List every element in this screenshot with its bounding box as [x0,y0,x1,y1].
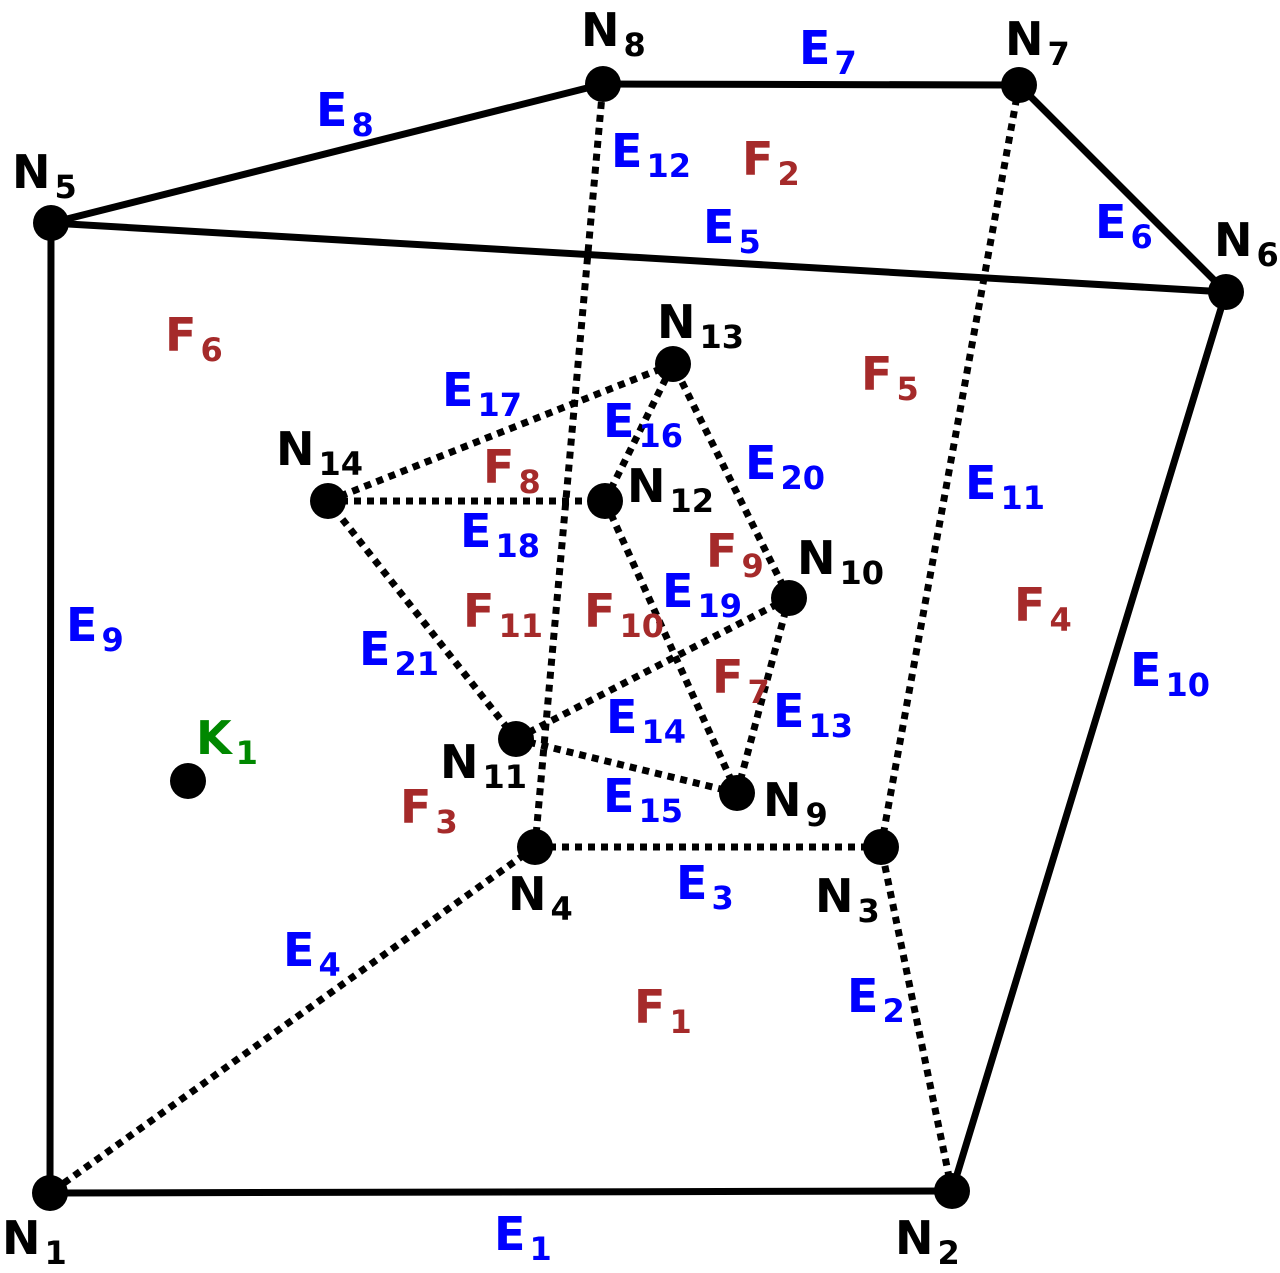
edge-e21 [325,498,519,742]
edge-e20 [669,362,793,600]
edge-e4 [47,844,538,1196]
node-n7 [1001,67,1037,103]
node-n12 [587,483,623,519]
edge-e5 [47,219,1230,296]
edge-e19 [601,499,741,795]
node-n11 [498,721,534,757]
node-n14 [310,483,346,519]
edges-layer [46,80,1230,1197]
point-k1 [170,763,206,799]
node-n4 [517,829,553,865]
edge-e9 [46,219,55,1197]
edge-e1 [46,1187,956,1197]
node-n1 [32,1175,68,1211]
node-n3 [863,829,899,865]
edge-e2 [877,846,956,1192]
node-n10 [771,580,807,616]
edge-e10 [948,288,1230,1195]
node-n13 [655,346,691,382]
node-n9 [719,775,755,811]
edge-e11 [877,84,1023,848]
edge-e12 [531,83,607,848]
node-n5 [33,205,69,241]
node-n8 [585,66,621,102]
edge-e8 [47,80,607,227]
node-n2 [934,1173,970,1209]
nodes-layer [32,66,1244,1211]
edge-e17 [326,360,675,505]
edge-e6 [1015,81,1230,296]
node-n6 [1208,274,1244,310]
edge-e7 [599,80,1023,89]
